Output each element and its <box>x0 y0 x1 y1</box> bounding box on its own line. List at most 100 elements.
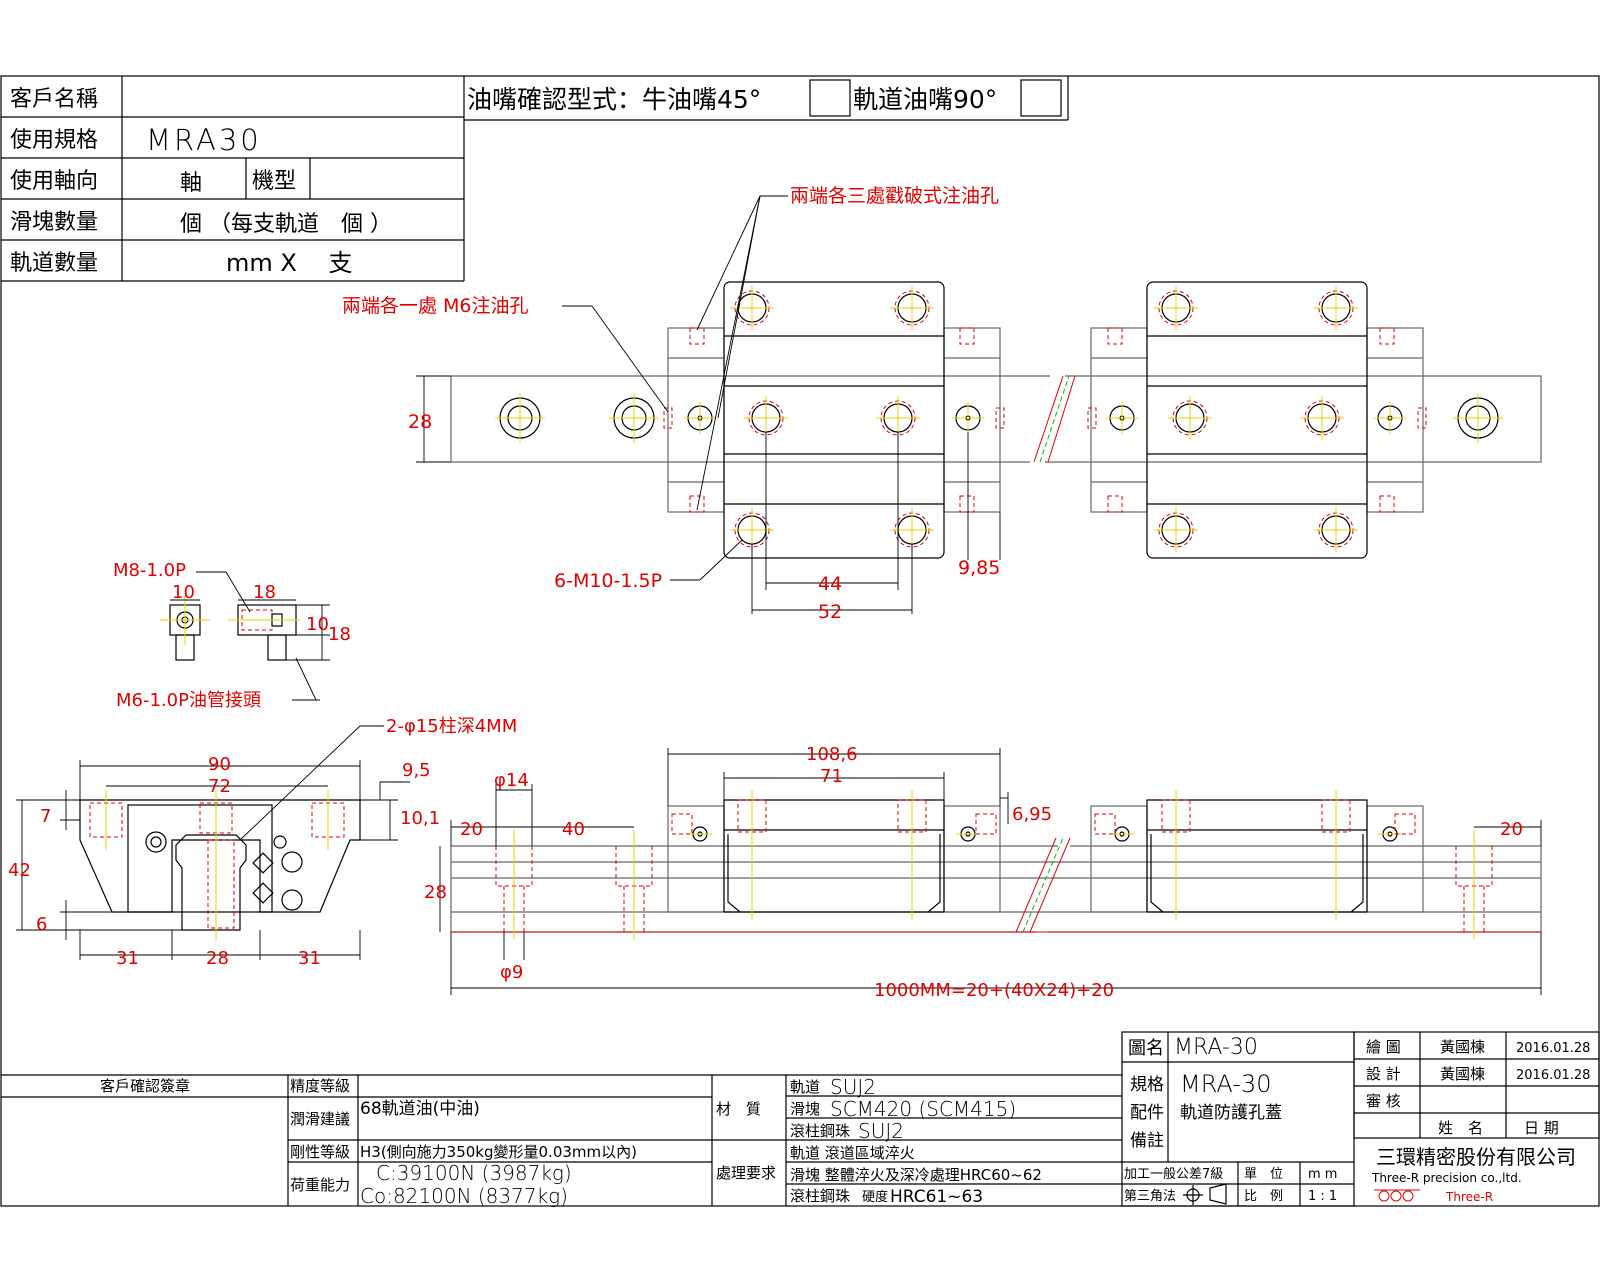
load-c0: Co:82100N (8377kg) <box>360 1184 568 1208</box>
total-length-note: 1000MM=20+(40X24)+20 <box>874 980 1114 1001</box>
load-label: 荷重能力 <box>290 1176 350 1194</box>
mat-roller: SUJ2 <box>858 1119 904 1143</box>
dim-side-20b: 20 <box>1500 819 1523 840</box>
spec-label: 使用規格 <box>10 128 98 153</box>
fitting-detail-view: M8-1.0P 10 18 10 18 M6-1.0P油管接頭 <box>113 560 351 711</box>
design-date: 2016.01.28 <box>1516 1068 1590 1083</box>
mat-block-label: 滑塊 <box>790 1100 820 1118</box>
dim-front-72: 72 <box>208 776 231 797</box>
dim-side-695: 6,95 <box>1012 804 1052 825</box>
nipple-rail-label: 軌道油嘴90° <box>853 85 997 114</box>
treat-label: 處理要求 <box>716 1164 776 1182</box>
dim-fit-10: 10 <box>172 582 195 603</box>
dim-top-52: 52 <box>818 601 842 623</box>
axis-value: 軸 <box>180 171 202 196</box>
dim-side-40: 40 <box>562 819 585 840</box>
logo-text: Three-R <box>1445 1190 1493 1204</box>
design-by: 黃國棟 <box>1440 1065 1485 1083</box>
dim-front-42: 42 <box>8 860 31 881</box>
review-label: 審 核 <box>1366 1092 1401 1110</box>
oil-holes-three-note: 兩端各三處戳破式注油孔 <box>790 185 999 207</box>
spec-tb: MRA-30 <box>1180 1070 1272 1098</box>
slider-qty-label: 滑塊數量 <box>10 210 98 235</box>
treat-roller: HRC61~63 <box>890 1187 983 1207</box>
unit-value: m m <box>1308 1167 1337 1182</box>
dim-front-31b: 31 <box>298 948 321 969</box>
dim-front-28: 28 <box>206 948 229 969</box>
drawing-name: MRA-30 <box>1174 1035 1258 1060</box>
scale-label: 比 例 <box>1244 1189 1283 1204</box>
design-label: 設 計 <box>1366 1065 1401 1083</box>
nipple-type-label: 油嘴確認型式：牛油嘴45° <box>467 85 761 114</box>
rail-qty-value: mm X 支 <box>226 249 352 277</box>
dim-front-95: 9,5 <box>402 760 431 781</box>
header-table: 客戶名稱 使用規格 MRA30 使用軸向 軸 機型 滑塊數量 個 （每支軌道 個… <box>1 76 1069 282</box>
counterbore-note: 2-φ15柱深4MM <box>386 716 517 737</box>
company-cn: 三環精密股份有限公司 <box>1376 1145 1576 1169</box>
dim-front-6: 6 <box>36 914 47 935</box>
customer-sign-label: 客戶確認簽章 <box>100 1077 190 1095</box>
dim-fit-10b: 10 <box>306 614 329 635</box>
unit-label: 單 位 <box>1244 1167 1283 1182</box>
dim-side-phi14: φ14 <box>494 770 529 791</box>
drawn-date: 2016.01.28 <box>1516 1041 1590 1056</box>
title-block: 圖名 MRA-30 規格 MRA-30 配件 軌道防護孔蓋 備註 繪 圖 黃國棟… <box>1 1031 1600 1208</box>
mat-rail: SUJ2 <box>830 1075 876 1099</box>
precision-label: 精度等級 <box>290 1077 350 1095</box>
customer-name-label: 客戶名稱 <box>10 87 98 112</box>
treat-roller-small: 硬度 <box>862 1189 888 1205</box>
drawing-name-label: 圖名 <box>1128 1038 1164 1059</box>
sheet-border <box>0 75 1600 1207</box>
tolerance-label: 加工一般公差7級 <box>1124 1166 1223 1182</box>
company-en: Three-R precision co.,ltd. <box>1371 1171 1522 1185</box>
dim-top-985: 9,85 <box>958 557 1000 579</box>
dim-side-71: 71 <box>820 766 843 787</box>
slider-qty-value: 個 （每支軌道 個 ） <box>180 212 392 237</box>
drawn-by: 黃國棟 <box>1440 1038 1485 1056</box>
drawn-label: 繪 圖 <box>1366 1038 1401 1056</box>
top-view: 兩端各三處戳破式注油孔 兩端各一處 M6注油孔 6-M10-1.5P 28 44… <box>342 185 1542 623</box>
dim-side-1086: 108,6 <box>806 744 858 765</box>
rigidity-label: 剛性等級 <box>290 1143 350 1161</box>
accessory-label: 配件 <box>1130 1103 1164 1123</box>
dim-top-28: 28 <box>408 411 432 433</box>
load-c: C:39100N (3987kg) <box>376 1161 572 1185</box>
dim-fit-18a: 18 <box>253 582 276 603</box>
dim-front-31a: 31 <box>116 948 139 969</box>
name-label: 姓 名 <box>1438 1119 1483 1137</box>
treat-rail: 軌道 滾道區域淬火 <box>790 1144 915 1162</box>
projection-label: 第三角法 <box>1124 1189 1176 1204</box>
axis-label: 使用軸向 <box>10 169 98 194</box>
mat-rail-label: 軌道 <box>790 1078 820 1096</box>
three-r-logo: Three-R <box>1374 1189 1493 1204</box>
oil-hole-m6-note: 兩端各一處 M6注油孔 <box>342 295 529 317</box>
dim-side-phi9: φ9 <box>500 962 523 983</box>
rigidity-value: H3(側向施力350kg變形量0.03mm以內) <box>360 1143 637 1161</box>
dim-top-44: 44 <box>818 573 842 595</box>
dim-front-90: 90 <box>208 754 231 775</box>
scale-value: 1 : 1 <box>1308 1189 1337 1204</box>
dim-front-101: 10,1 <box>400 808 440 829</box>
accessory: 軌道防護孔蓋 <box>1180 1103 1282 1123</box>
dim-side-20a: 20 <box>460 819 483 840</box>
dim-side-28: 28 <box>424 882 447 903</box>
mat-block: SCM420 (SCM415) <box>830 1097 1016 1121</box>
model-label: 機型 <box>252 169 296 194</box>
treat-roller-label: 滾柱鋼珠 <box>790 1187 850 1205</box>
dim-front-7: 7 <box>40 806 51 827</box>
m8-note: M8-1.0P <box>113 560 186 581</box>
m6-fitting-note: M6-1.0P油管接頭 <box>116 690 261 711</box>
spec-label-tb: 規格 <box>1130 1075 1164 1095</box>
material-label: 材 質 <box>716 1100 761 1118</box>
lube-value: 68軌道油(中油) <box>360 1099 480 1119</box>
mat-roller-label: 滾柱鋼珠 <box>790 1122 850 1140</box>
rail-qty-label: 軌道數量 <box>10 251 98 276</box>
side-view: φ14 108,6 71 6,95 20 40 20 28 φ9 1000MM=… <box>424 744 1542 1001</box>
spec-value: MRA30 <box>146 123 262 157</box>
treat-block: 滑塊 整體淬火及深冷處理HRC60~62 <box>790 1166 1042 1184</box>
dim-fit-18b: 18 <box>328 624 351 645</box>
remark-label: 備註 <box>1130 1131 1164 1151</box>
date-label: 日 期 <box>1524 1119 1559 1137</box>
tap-m10-note: 6-M10-1.5P <box>554 570 662 592</box>
